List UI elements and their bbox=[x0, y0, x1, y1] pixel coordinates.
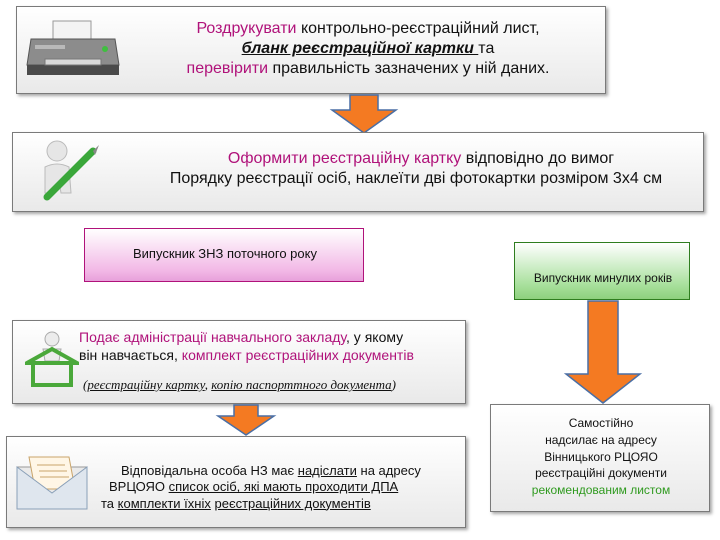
sends-line1-start: Відповідальна особа НЗ має bbox=[121, 463, 298, 478]
branch-past-graduates: Випускник минулих років bbox=[514, 242, 690, 300]
print-line2-rest: та bbox=[478, 40, 495, 57]
branch-past-label: Випускник минулих років bbox=[533, 271, 673, 285]
down-arrow-2 bbox=[215, 404, 277, 436]
self-send-box: Самостійно надсилає на адресу Вінницьког… bbox=[490, 404, 710, 512]
submit-line1-rest: , у якому bbox=[346, 329, 404, 345]
document-set: комплект реєстраційних документів bbox=[181, 346, 414, 363]
step-submit-box: Подає адміністрації навчального закладу,… bbox=[12, 320, 466, 404]
self-send-line4: реєстраційні документи bbox=[535, 466, 667, 481]
down-arrow-right bbox=[563, 300, 643, 404]
submit-line2-start: він навчається, bbox=[79, 346, 182, 363]
document-sets: комплекти їхніх bbox=[117, 495, 211, 511]
note-comma: , bbox=[204, 377, 212, 392]
step-print-box: Роздрукувати контрольно-реєстраційний ли… bbox=[16, 6, 606, 94]
print-line1-rest: контрольно-реєстраційний лист, bbox=[296, 20, 540, 37]
fill-card-line2: Порядку реєстрації осіб, наклеїти дві фо… bbox=[169, 170, 663, 187]
note-passport-copy: копію паспорттного документа bbox=[211, 377, 392, 392]
step-print-text: Роздрукувати контрольно-реєстраційний ли… bbox=[133, 19, 603, 79]
printer-icon bbox=[26, 20, 120, 75]
step-school-sends-text: Відповідальна особа НЗ має надіслати на … bbox=[101, 463, 461, 512]
print-line3-rest: правильність зазначених у ній даних. bbox=[268, 60, 550, 77]
dpa-list: список осіб, які мають проходити ДПА bbox=[168, 479, 399, 495]
sends-line1-end: на адресу bbox=[356, 463, 421, 478]
send-verb: надіслати bbox=[297, 463, 357, 478]
step-submit-text: Подає адміністрації навчального закладу,… bbox=[79, 329, 465, 364]
down-arrow-1 bbox=[329, 94, 399, 134]
branch-current-label: Випускник ЗНЗ поточного року bbox=[133, 246, 317, 261]
submit-to-admin: Подає адміністрації навчального закладу bbox=[79, 329, 347, 345]
self-send-line2: надсилає на адресу bbox=[545, 432, 657, 447]
figure-with-pen-icon bbox=[43, 140, 99, 201]
registration-documents: реєстраційних документів bbox=[214, 495, 371, 511]
fill-card-verb: Оформити реєстраційну картку bbox=[227, 150, 462, 167]
submit-documents-note: (реєстраційну картку, копію паспорттного… bbox=[83, 377, 396, 393]
print-verb: Роздрукувати bbox=[196, 20, 297, 37]
self-send-text: Самостійно надсилає на адресу Вінницьког… bbox=[491, 415, 711, 499]
paren-close: ) bbox=[391, 377, 396, 392]
step-fill-card-box: Оформити реєстраційну картку відповідно … bbox=[12, 132, 704, 212]
branch-current-graduate: Випускник ЗНЗ поточного року bbox=[84, 228, 364, 282]
step-school-sends-box: Відповідальна особа НЗ має надіслати на … bbox=[6, 436, 466, 528]
registered-mail: рекомендованим листом bbox=[531, 483, 671, 498]
house-with-figure-icon bbox=[25, 331, 79, 387]
check-verb: перевірити bbox=[186, 60, 269, 77]
paren-open: ( bbox=[83, 377, 88, 392]
registration-card-form: бланк реєстраційної картки bbox=[241, 40, 479, 57]
fill-card-line1-rest: відповідно до вимог bbox=[461, 150, 615, 167]
envelope-letter-icon bbox=[16, 456, 88, 510]
note-registration-card: реєстраційну картку bbox=[87, 377, 205, 392]
step-fill-card-text: Оформити реєстраційну картку відповідно … bbox=[131, 149, 701, 189]
self-send-line3: Вінницького РЦОЯО bbox=[544, 449, 658, 464]
self-send-line1: Самостійно bbox=[568, 416, 634, 430]
sends-line3-start: та bbox=[101, 495, 118, 511]
sends-line2-start: ВРЦОЯО bbox=[109, 479, 169, 495]
